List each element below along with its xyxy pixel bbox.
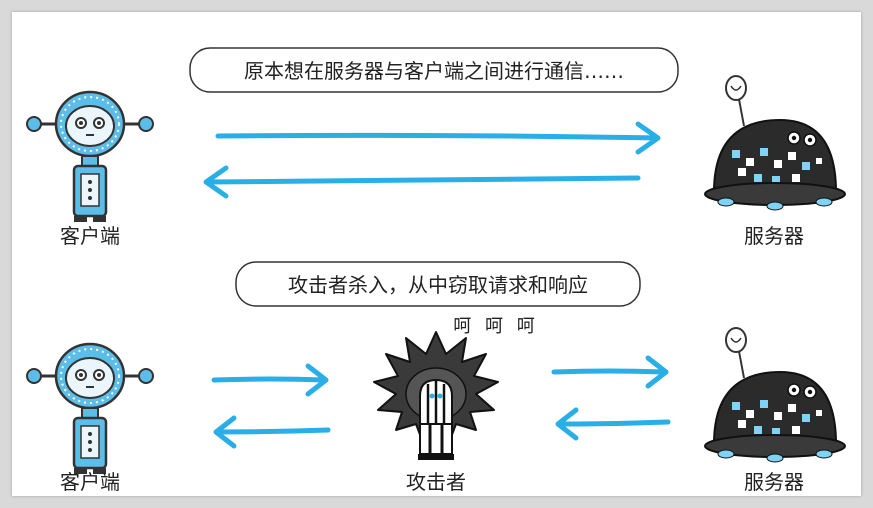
bottom-speech-bubble: 攻击者杀入，从中窃取请求和响应 [235, 261, 641, 307]
top-speech-bubble: 原本想在服务器与客户端之间进行通信…… [189, 47, 679, 93]
diagram-svg: 原本想在服务器与客户端之间进行通信…… 客户端 服务器 攻击者杀入，从中窃取请求… [25, 47, 846, 494]
top-server-robot-icon [704, 75, 846, 211]
top-client-label: 客户端 [60, 224, 120, 248]
server-to-attacker-arrow [555, 407, 671, 441]
top-bubble-text: 原本想在服务器与客户端之间进行通信…… [244, 59, 624, 83]
top-server-label: 服务器 [744, 224, 804, 248]
attacker-to-server-arrow [551, 355, 669, 389]
diagram-canvas: 原本想在服务器与客户端之间进行通信…… 客户端 服务器 攻击者杀入，从中窃取请求… [12, 12, 861, 496]
bottom-client-robot-icon [25, 342, 155, 476]
attacker-laugh-text: 呵 呵 呵 [453, 316, 538, 337]
bottom-client-label: 客户端 [60, 470, 120, 494]
top-response-arrow [203, 165, 641, 199]
client-to-attacker-arrow [211, 363, 329, 397]
top-client-robot-icon [25, 90, 155, 224]
bottom-bubble-text: 攻击者杀入，从中窃取请求和响应 [288, 273, 588, 297]
attacker-label: 攻击者 [406, 470, 466, 494]
attacker-to-client-arrow [213, 415, 331, 449]
bottom-server-label: 服务器 [744, 470, 804, 494]
top-request-arrow [215, 121, 661, 155]
bottom-server-robot-icon [704, 327, 846, 463]
attacker-icon [373, 331, 499, 460]
